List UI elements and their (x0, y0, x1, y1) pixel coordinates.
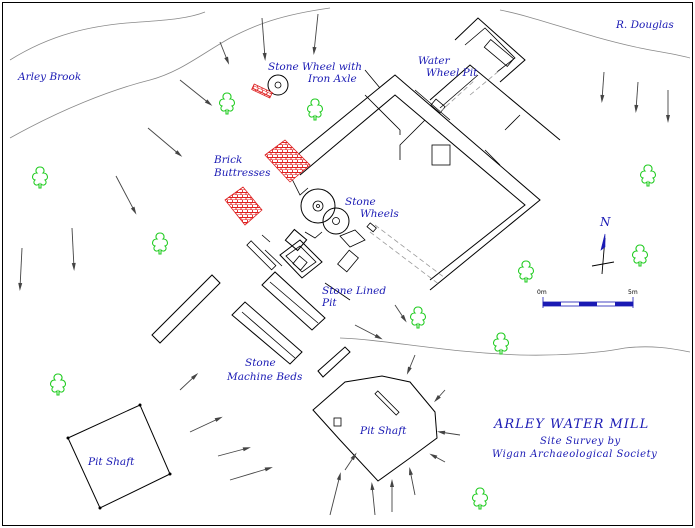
survey-stake-icon (179, 372, 199, 391)
label-stone-lined-2: Pit (321, 297, 337, 309)
tree-icon (31, 166, 49, 189)
survey-stake-icon (18, 247, 23, 291)
label-pit-shaft-right: Pit Shaft (359, 425, 407, 437)
brick-buttresses (224, 139, 311, 226)
survey-stake-icon (115, 175, 137, 215)
tree-icon (471, 487, 489, 510)
survey-stake-icon (354, 324, 383, 340)
north-label: N (599, 215, 611, 229)
map-subtitle-1: Site Survey by (540, 436, 621, 447)
survey-stake-icon (217, 447, 251, 457)
survey-stake-icon (312, 13, 319, 55)
scale-bar-icon: 0m 5m (537, 289, 638, 308)
stone-wheel-with-axle (251, 74, 289, 99)
survey-stake-icon (600, 71, 605, 103)
stone-wheels (300, 188, 446, 286)
survey-stake-icon (394, 304, 407, 323)
water-wheel-pit (429, 17, 561, 141)
pit-shaft-right (312, 375, 438, 482)
map-subtitle-2: Wigan Archaeological Society (492, 449, 657, 460)
label-arley-brook: Arley Brook (17, 71, 81, 83)
label-brick-2: Buttresses (213, 167, 271, 179)
tree-icon (151, 232, 169, 255)
label-water-wheel-1: Water (418, 55, 451, 67)
tree-icon (218, 92, 236, 115)
label-pit-shaft-left: Pit Shaft (87, 456, 135, 468)
survey-stake-icon (329, 472, 341, 516)
survey-stakes (18, 13, 670, 516)
survey-stake-icon (433, 389, 446, 403)
survey-stake-icon (390, 479, 394, 512)
label-stone-wheel-2: Iron Axle (307, 73, 357, 85)
map-title: ARLEY WATER MILL (493, 417, 649, 432)
label-r-douglas: R. Douglas (615, 19, 674, 31)
survey-stake-icon (189, 416, 223, 433)
scale-start-label: 0m (537, 289, 547, 296)
survey-stake-icon (406, 354, 416, 375)
survey-stake-icon (437, 430, 461, 436)
survey-stake-icon (147, 127, 183, 157)
tree-icon (492, 332, 510, 355)
label-brick-1: Brick (213, 154, 242, 166)
stone-lined-pit (246, 228, 351, 301)
label-machine-1: Stone (245, 357, 276, 369)
survey-stake-icon (229, 467, 273, 481)
tree-icon (49, 373, 67, 396)
boundary-line (339, 337, 691, 356)
survey-stake-icon (409, 467, 416, 496)
river-douglas (499, 9, 691, 59)
arley-brook (9, 7, 331, 139)
tree-icon (639, 164, 657, 187)
survey-stake-icon (634, 81, 639, 113)
survey-stake-icon (71, 227, 76, 271)
label-water-wheel-2: Wheel Pit (426, 67, 478, 79)
tree-icon (517, 260, 535, 283)
mill-building (284, 69, 541, 291)
tree-icon (409, 306, 427, 329)
label-machine-2: Machine Beds (226, 371, 303, 383)
survey-stake-icon (179, 79, 213, 106)
label-stone-wheels-1: Stone (345, 196, 376, 208)
survey-stake-icon (370, 482, 376, 516)
tree-icon (306, 98, 324, 121)
survey-stake-icon (261, 17, 267, 61)
machine-beds (151, 271, 351, 378)
survey-stake-icon (219, 41, 230, 65)
tree-icon (631, 244, 649, 267)
north-arrow-icon: N (591, 215, 615, 275)
pit-shaft-left (66, 403, 172, 510)
survey-stake-icon (429, 453, 446, 463)
label-stone-wheel-1: Stone Wheel with (268, 61, 362, 73)
label-stone-wheels-2: Wheels (360, 208, 399, 220)
label-stone-lined-1: Stone Lined (322, 285, 386, 297)
scale-end-label: 5m (628, 289, 638, 296)
survey-stake-icon (666, 90, 670, 123)
survey-stake-icon (344, 452, 357, 471)
